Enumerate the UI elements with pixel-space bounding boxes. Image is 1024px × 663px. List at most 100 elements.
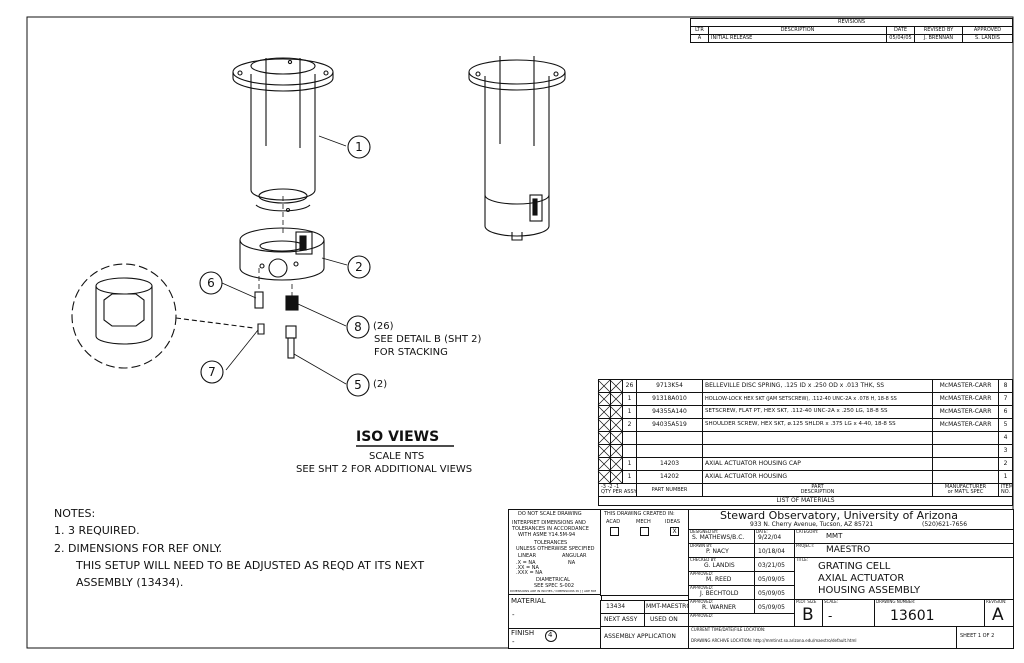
approved-3-label: APPROVED: [690,599,714,604]
rev-date: 05/04/05 [886,34,915,43]
used-on-value: MMT-MAESTRO [646,603,692,610]
finish-number: 4 [548,631,553,639]
linear-label: LINEAR [518,553,537,559]
software-ideas: IDEAS [665,519,681,525]
table-row: A INITIAL RELEASE 05/04/05 J. BRENNAN S.… [690,34,1013,43]
callout-7: 7 [208,365,216,379]
approved-2: J. BECHTOLD [700,590,739,597]
rev-approved: S. LANDIS [962,34,1013,43]
bom-item-number: 4 [998,431,1013,445]
bom-qty: 2 [622,418,637,432]
drawing-number-label: DRAWING NUMBER: [876,599,916,604]
list-of-materials-title: LIST OF MATERIALS [598,496,1013,506]
rev-header-revised-by: REVISED BY [914,26,963,35]
scale-label: SCALE: [824,599,839,604]
callout-1: 1 [355,140,363,154]
tolerance-block [508,509,602,596]
callout-2: 2 [355,260,363,274]
note-2: 2. DIMENSIONS FOR REF ONLY. [54,542,223,555]
created-in-label: THIS DRAWING CREATED IN: [604,511,675,517]
date-label: DATE: [756,529,768,534]
diametrical-spec: SEE SPEC S-002 [534,583,575,589]
organization-address: 933 N. Cherry Avenue, Tucson, AZ 85721 [750,521,874,528]
bom-manufacturer: McMASTER-CARR [932,392,999,406]
approved-1-label: APPROVED: [690,571,714,576]
do-not-scale: DO NOT SCALE DRAWING [518,511,582,517]
approved-3-date: 05/09/05 [758,604,785,611]
units-note: DIMENSIONS ARE IN INCHES / DIMENSIONS IN… [510,589,597,593]
revisions-title: REVISIONS [690,18,1013,27]
organization-name: Steward Observatory, University of Arizo… [720,509,958,522]
bom-item-number: 6 [998,405,1013,419]
organization-phone: (520)621-7656 [922,521,968,528]
project-value: MAESTRO [826,545,871,555]
bom-item-number: 3 [998,444,1013,458]
bom-manufacturer [932,470,999,484]
bom-manufacturer [932,457,999,471]
mech-checkbox [640,527,649,536]
bom-desc-header-1: PART [811,483,824,490]
callout-6: 6 [207,276,215,290]
plot-size-label: PLOT SIZE [796,599,817,604]
bom-qty: 1 [622,457,637,471]
ideas-checkbox: X [670,527,679,536]
material-value: - [512,611,515,619]
software-acad: ACAD [606,519,621,525]
callout-balloons [199,135,371,397]
bom-part-header: PART NUMBER [636,483,703,497]
angular-label: ANGULAR [562,553,587,559]
bom-description: AXIAL ACTUATOR HOUSING CAP [702,457,933,471]
revisions-table: REVISIONS LTR DESCRIPTION DATE REVISED B… [690,18,1013,43]
bom-part-number: 94035A519 [636,418,703,432]
bom-qty: 26 [622,379,637,393]
diametrical-label: DIAMETRICAL [536,577,570,583]
callout-8: 8 [354,320,362,334]
bom-part-number: 94355A140 [636,405,703,419]
bom-item-number: 2 [998,457,1013,471]
tolerances-sub: UNLESS OTHERWISE SPECIFIED [516,546,595,552]
revision-label: REVISION: [986,599,1007,604]
interpret-line-3: WITH ASME Y14.5M-94 [518,532,576,538]
drawing-number: 13601 [890,608,935,624]
sheet-cell [956,626,1014,649]
project-label: PROJECT: [796,543,815,548]
archive-location: DRAWING ARCHIVE LOCATION: http://mmtinst… [691,638,857,643]
bom-manufacturer [932,444,999,458]
table-row: 4 [598,431,1013,445]
bom-qty: 1 [622,392,637,406]
housing-cap-drawing [239,227,325,281]
iso-see-sheet: SEE SHT 2 FOR ADDITIONAL VIEWS [296,464,473,475]
approved-1: M. REED [706,576,732,583]
notes-title: NOTES: [54,507,96,520]
checked-by: G. LANDIS [704,562,735,569]
plot-size: B [802,605,814,625]
bom-part-number [636,431,703,445]
bom-description [702,431,933,445]
material-label: MATERIAL [511,597,546,605]
callout-8-qty: (26) [373,321,394,332]
bom-qty [622,431,637,445]
bom-manufacturer: McMASTER-CARR [932,405,999,419]
approved-2-label: APPROVED: [690,585,714,590]
approved-2-date: 05/09/05 [758,590,785,597]
interpret-line-1: INTERPRET DIMENSIONS AND [512,520,586,526]
callout-5: 5 [354,378,362,392]
bom-qty: 1 [622,470,637,484]
bom-mfr-header-2: or MAT'L SPEC [947,489,984,495]
approved-3: R. WARNER [702,604,737,611]
leader-lines [221,135,348,385]
tol-x: .X = NA [516,560,536,566]
tol-xx: .XX = NA [516,565,539,571]
bom-description: BELLEVILLE DISC SPRING, .125 ID x .250 O… [702,379,933,393]
designed-by-label: DESIGNED BY: [690,529,719,534]
bom-qty: 1 [622,405,637,419]
bom-desc-header-2: DESCRIPTION [800,489,835,495]
bom-qty [622,444,637,458]
bom-manufacturer: McMASTER-CARR [932,418,999,432]
bom-item-number: 7 [998,392,1013,406]
